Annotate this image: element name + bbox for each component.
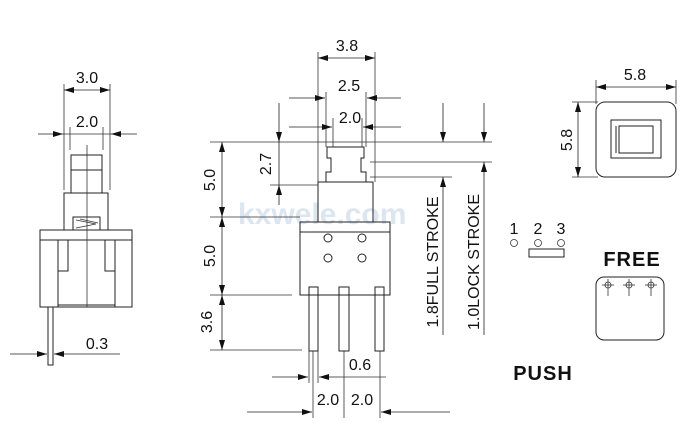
dim-pin-width: 0.6 [349,357,371,374]
full-stroke-label: 1.8FULL STROKE [425,196,442,327]
side-view: 3.0 2.0 0.3 [10,70,137,366]
front-button [325,146,367,183]
side-collar [63,192,109,231]
dim-top-width: 5.8 [624,67,646,84]
dim-button-inner-width: 2.0 [339,110,361,127]
lock-stroke-label: 1.0LOCK STROKE [466,194,483,330]
dim-button-height: 2.7 [258,153,275,175]
dim-button-width: 2.5 [338,78,360,95]
dim-actuator-height: 5.0 [202,169,219,191]
side-pin [47,306,54,366]
dim-top-height: 5.8 [559,129,576,151]
watermark: kxwele.com [238,198,406,231]
dim-pin-pitch-left: 2.0 [317,392,339,409]
front-body [299,221,391,296]
side-body [39,229,133,308]
pin-label-1: 1 [510,221,519,238]
pin-label-3: 3 [557,221,566,238]
dim-pin-length: 3.6 [199,311,216,333]
dim-pin-thickness: 0.3 [86,336,108,353]
dim-collar-width: 3.8 [336,38,358,55]
free-state-box [595,276,665,341]
pin-schematic: 1 2 3 FREE PUSH [510,221,665,385]
pin-1 [308,286,319,352]
pin-label-2: 2 [534,221,543,238]
contact-bridge [528,248,565,258]
dim-pin-pitch-right: 2.0 [351,392,373,409]
front-view: 3.8 2.5 2.0 5.0 5.0 3.6 [199,38,492,418]
top-view: 5.8 5.8 [559,67,677,178]
push-label: PUSH [513,363,573,385]
pin-2 [338,286,350,352]
top-housing [595,101,677,178]
free-label: FREE [603,249,660,271]
pin-3 [374,286,385,352]
dim-side-width-inner: 2.0 [76,114,98,131]
dim-body-height: 5.0 [202,245,219,267]
side-button [70,154,103,194]
dim-side-width-outer: 3.0 [76,70,98,87]
